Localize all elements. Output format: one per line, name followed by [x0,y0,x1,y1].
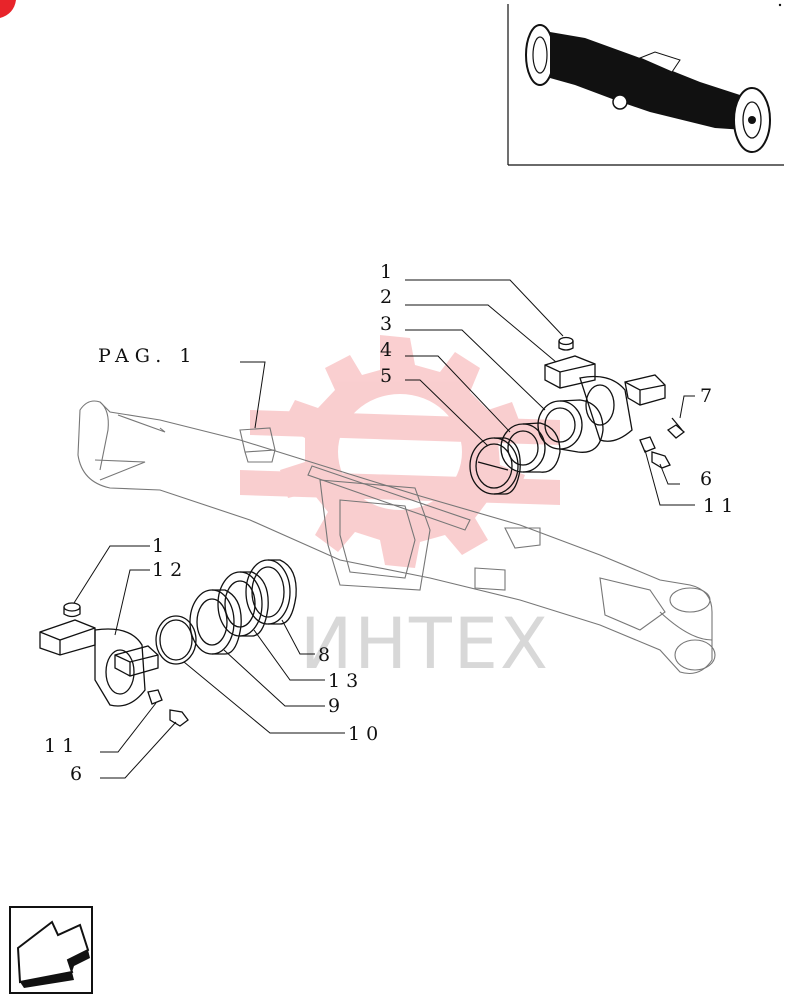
part-9-ring [189,589,242,655]
callout-upper-2: 2 [380,286,398,308]
callout-lower-9: 9 [328,695,346,717]
part-10-oring [155,615,197,665]
part-4-ring [500,422,561,473]
page-reference-label: PAG. 1 [98,345,197,367]
watermark-logo [240,335,560,568]
upper-leaders [405,279,695,506]
previous-page-arrow-button[interactable] [9,906,93,994]
part-1-cap-upper [558,336,574,351]
axle-thumbnail [507,3,784,166]
upper-parts-group [469,336,686,495]
watermark-text: ИНТЕХ [300,603,550,685]
part-11-fitting-upper [639,436,671,469]
part-12-support [39,619,159,707]
callout-upper-1: 1 [380,261,398,283]
part-2-support [544,355,666,442]
callout-lower-1: 1 [152,535,170,557]
part-8-ring [245,559,297,625]
callout-lower-10: 10 [348,723,384,745]
callout-upper-6: 6 [700,468,718,490]
callout-upper-3: 3 [380,313,398,335]
lower-leaders [73,545,345,779]
callout-lower-13: 13 [328,670,364,692]
part-13-ring [217,571,269,637]
axle-housing [77,400,716,675]
callout-upper-11: 11 [703,495,739,517]
callout-lower-8: 8 [318,644,336,666]
part-1-cap-lower [63,602,81,618]
callout-upper-4: 4 [380,339,398,361]
callout-lower-6: 6 [70,763,88,785]
callout-lower-11: 11 [44,735,80,757]
callout-upper-7: 7 [700,385,718,407]
part-5-seal [469,437,521,495]
part-7-pin [666,417,686,439]
corner-mark [0,0,16,18]
lower-parts-group [39,559,297,727]
callout-lower-12: 12 [152,559,188,581]
callout-upper-5: 5 [380,365,398,387]
part-11-fitting-lower [147,689,189,727]
